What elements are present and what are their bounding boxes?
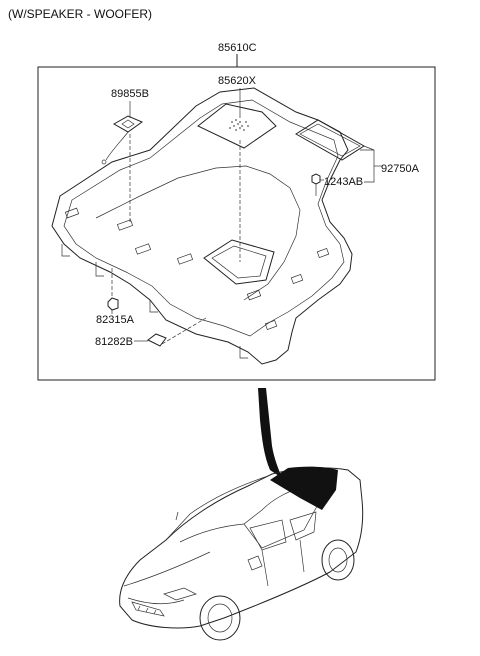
part-label-85620X[interactable]: 85620X <box>218 75 256 87</box>
part-label-92750A[interactable]: 92750A <box>381 163 419 175</box>
part-label-82315A[interactable]: 82315A <box>96 314 134 326</box>
package-tray <box>51 87 353 365</box>
location-pointer <box>258 388 282 478</box>
bolt-1243AB <box>311 173 324 196</box>
part-label-1243AB[interactable]: 1243AB <box>324 176 364 188</box>
rear-wheel <box>321 539 355 581</box>
clip-82315A <box>107 268 119 314</box>
part-label-89855B[interactable]: 89855B <box>111 88 149 100</box>
connector-89855B <box>101 101 144 222</box>
variant-title: (W/SPEAKER - WOOFER) <box>8 7 152 21</box>
rear-window-highlight <box>270 466 338 510</box>
front-wheel <box>199 595 241 641</box>
speaker-cover-85620X <box>197 88 277 149</box>
clip-81282B <box>134 317 207 347</box>
part-label-81282B[interactable]: 81282B <box>95 336 133 348</box>
diagram-frame <box>37 66 436 381</box>
part-label-85610C[interactable]: 85610C <box>218 42 257 54</box>
car-illustration <box>119 466 364 641</box>
woofer-92750A <box>295 119 382 183</box>
